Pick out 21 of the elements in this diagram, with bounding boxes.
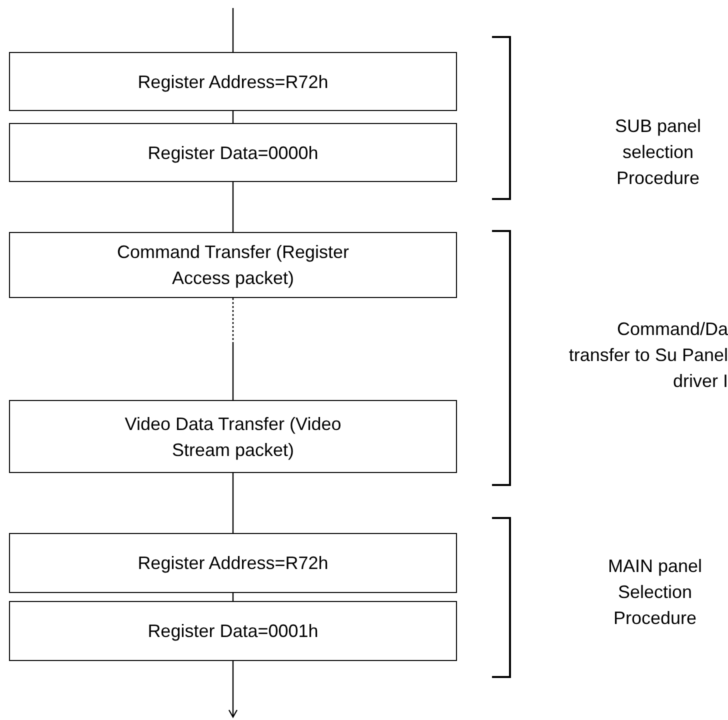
connector-line [232, 111, 234, 123]
connector-line [232, 473, 234, 533]
process-box [9, 123, 457, 182]
process-box [9, 52, 457, 111]
process-box [9, 232, 457, 298]
box-text: Video Data Transfer (Video Stream packet) [124, 412, 342, 462]
box-text: Register Address=R72h [138, 70, 328, 94]
connector-line [228, 661, 238, 718]
connector-line [232, 182, 234, 232]
section-label: Command/Da transfer to Su Panel driver I [568, 318, 728, 393]
box-text: Register Address=R72h [138, 552, 328, 575]
section-label: MAIN panel Selection Procedure [606, 555, 704, 630]
connector-line [232, 8, 234, 52]
process-box [9, 533, 457, 593]
connector-line [232, 298, 234, 400]
process-box [9, 601, 457, 661]
process-box [9, 400, 457, 473]
section-label: SUB panel selection Procedure [614, 115, 702, 190]
box-text: Register Data=0001h [148, 620, 318, 643]
box-text: Command Transfer (Register Access packet) [116, 241, 350, 290]
box-text: Register Data=0000h [148, 142, 318, 165]
